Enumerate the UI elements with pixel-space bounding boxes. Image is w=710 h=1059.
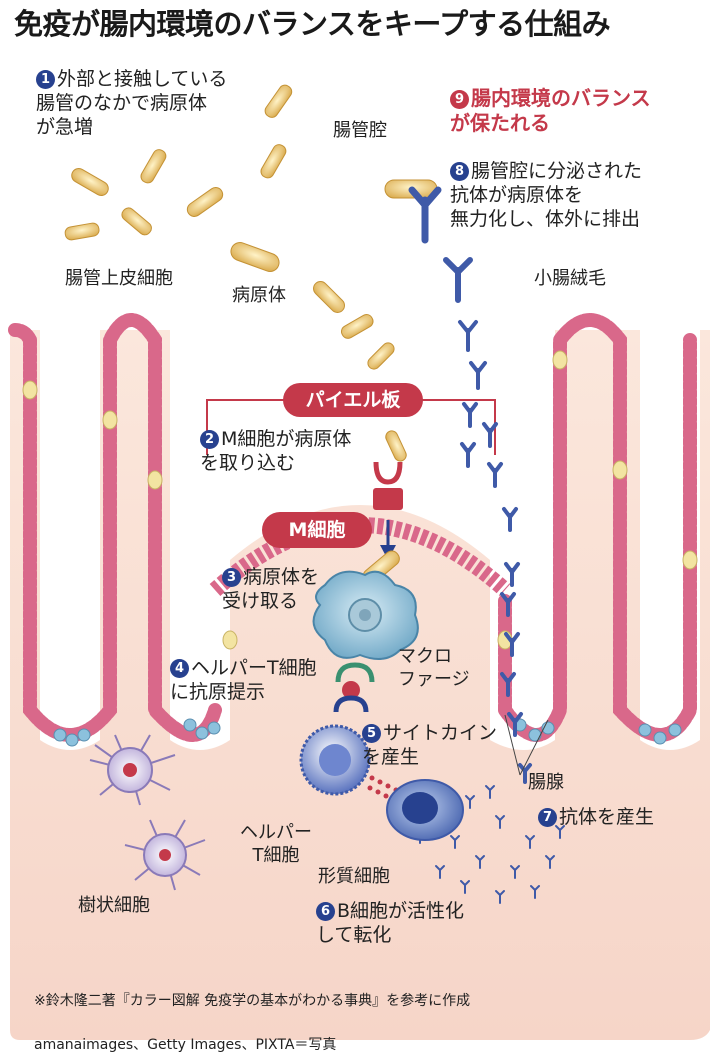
antibodies bbox=[408, 186, 532, 784]
step-5-text: サイトカイン を産生 bbox=[362, 722, 498, 768]
step-4-text: ヘルパーT細胞 に抗原提示 bbox=[170, 657, 317, 703]
m-cell-badge: M細胞 bbox=[262, 512, 372, 548]
step-9-text: 腸内環境のバランス が保たれる bbox=[450, 86, 651, 135]
label-helper-t-cell: ヘルパー T細胞 bbox=[240, 822, 312, 866]
step-3-number: 3 bbox=[222, 568, 241, 587]
label-plasma-cell: 形質細胞 bbox=[318, 866, 390, 887]
step-6-number: 6 bbox=[316, 902, 335, 921]
step-9-number: 9 bbox=[450, 90, 469, 109]
step-3-text: 病原体を 受け取る bbox=[222, 566, 320, 612]
label-epithelial-cell: 腸管上皮細胞 bbox=[65, 268, 173, 289]
label-crypt: 腸腺 bbox=[528, 772, 564, 793]
step-8-number: 8 bbox=[450, 162, 469, 181]
step-2-text: M細胞が病原体 を取り込む bbox=[200, 428, 352, 474]
page-title: 免疫が腸内環境のバランスをキープする仕組み bbox=[14, 7, 611, 41]
plasma-cell-icon bbox=[386, 779, 464, 841]
peyer-patch-badge: パイエル板 bbox=[283, 383, 423, 417]
label-villi: 小腸絨毛 bbox=[534, 268, 606, 289]
helper-t-cell-icon bbox=[299, 724, 371, 796]
step-6-text: B細胞が活性化 して転化 bbox=[316, 900, 465, 946]
source-note: ※鈴木隆二著『カラー図解 免疫学の基本がわかる事典』を参考に作成 bbox=[34, 993, 471, 1009]
label-lumen: 腸管腔 bbox=[333, 120, 387, 141]
step-8-text: 腸管腔に分泌された 抗体が病原体を 無力化し、体外に排出 bbox=[450, 160, 643, 230]
step-5-number: 5 bbox=[362, 724, 381, 743]
label-dendritic-cell: 樹状細胞 bbox=[78, 895, 150, 916]
step-7-text: 抗体を産生 bbox=[559, 806, 655, 828]
step-1-number: 1 bbox=[36, 70, 55, 89]
dendritic-cell-icon bbox=[89, 734, 206, 891]
photo-credit: amanaimages、Getty Images、PIXTA＝写真 bbox=[34, 1037, 337, 1053]
step-2-number: 2 bbox=[200, 430, 219, 449]
step-7-number: 7 bbox=[538, 808, 557, 827]
macrophage-icon bbox=[312, 570, 419, 660]
antibody-cloud bbox=[415, 785, 565, 904]
label-pathogen: 病原体 bbox=[232, 285, 286, 306]
step-4-number: 4 bbox=[170, 659, 189, 678]
label-macrophage: マクロ ファージ bbox=[398, 646, 470, 690]
step-1-text: 外部と接触している 腸管のなかで病原体 が急増 bbox=[36, 68, 228, 138]
